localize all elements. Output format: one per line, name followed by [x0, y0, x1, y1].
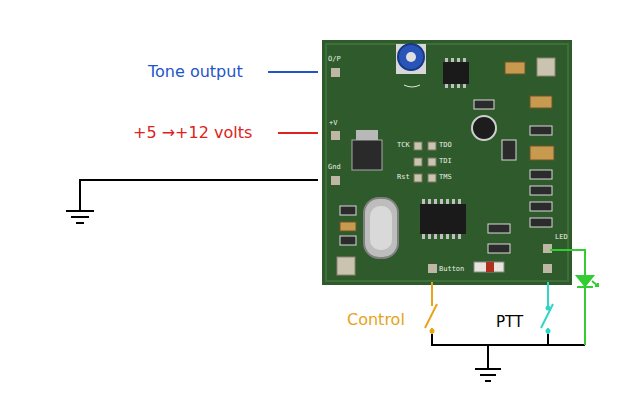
- supply-label: +5 →+12 volts: [133, 124, 252, 142]
- pin-name: TCK: [397, 142, 410, 150]
- tone-lead: [268, 71, 318, 73]
- pin-name: TMS: [439, 174, 452, 182]
- ground-symbol: [475, 369, 501, 381]
- switch-label: PTT: [496, 314, 523, 331]
- switch-label: Control: [347, 311, 405, 329]
- pin-name: TDO: [439, 142, 452, 150]
- ground-lead: [80, 180, 318, 210]
- pin-name: LED: [555, 234, 568, 242]
- supply-lead: [278, 132, 318, 134]
- pin-name: TDI: [439, 158, 452, 166]
- control-switch: [425, 282, 437, 334]
- pcb-board: [322, 40, 572, 285]
- ground-bus: [432, 334, 585, 345]
- pin-name: O/P: [328, 56, 341, 64]
- pin-name: +V: [329, 120, 337, 128]
- pin-name: Gnd: [328, 164, 341, 172]
- ptt-switch: [541, 282, 553, 334]
- pin-name: Button: [439, 266, 464, 274]
- ground-symbol: [66, 211, 94, 223]
- led-symbol: [550, 250, 598, 345]
- signal-label: Tone output: [148, 63, 243, 81]
- pin-name: Rst: [397, 174, 410, 182]
